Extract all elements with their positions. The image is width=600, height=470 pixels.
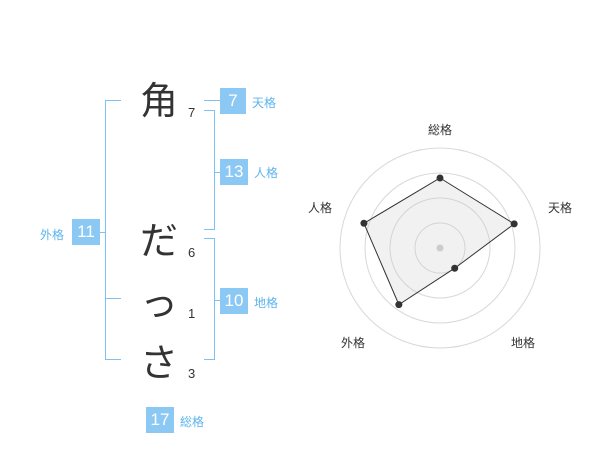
gaikaku-badge: 11 xyxy=(72,219,100,245)
tenkaku-label: 天格 xyxy=(252,96,277,110)
stroke-count-3: 1 xyxy=(188,306,196,321)
jinkaku-label: 人格 xyxy=(254,166,279,180)
gaikaku-bracket-top xyxy=(105,100,121,101)
radar-center-dot xyxy=(436,244,444,252)
jinkaku-bracket-vertical xyxy=(214,110,215,230)
radar-point-3 xyxy=(451,264,459,272)
radar-axis-label-jinkaku: 人格 xyxy=(308,201,333,215)
jinkaku-bracket-top xyxy=(204,110,215,111)
chikaku-badge: 10 xyxy=(220,288,248,314)
jinkaku-badge: 13 xyxy=(220,159,248,185)
name-char-3: っ xyxy=(139,281,178,325)
jinkaku-connector xyxy=(214,172,220,173)
radar-chart xyxy=(339,147,541,349)
gaikaku-connector xyxy=(100,232,106,233)
stroke-count-1: 7 xyxy=(188,105,196,120)
tenkaku-badge: 7 xyxy=(220,88,246,114)
chikaku-bracket-top xyxy=(204,238,215,239)
name-char-4: さ xyxy=(139,341,178,385)
soukaku-badge: 17 xyxy=(146,407,174,433)
stroke-count-4: 3 xyxy=(188,366,196,381)
name-char-1: 角 xyxy=(139,79,178,123)
chikaku-bracket-vertical xyxy=(214,238,215,360)
radar-point-4 xyxy=(395,301,403,309)
gaikaku-label: 外格 xyxy=(40,228,65,242)
radar-series-polygon xyxy=(363,177,516,306)
soukaku-label: 総格 xyxy=(180,415,205,429)
radar-axis-label-tenkaku: 天格 xyxy=(548,201,573,215)
radar-axis-label-soukaku: 総格 xyxy=(428,123,453,137)
gaikaku-bracket-bottom xyxy=(105,359,121,360)
tenkaku-connector xyxy=(204,100,220,101)
gaikaku-bracket-middle xyxy=(105,298,121,299)
gaikaku-bracket-vertical xyxy=(105,100,106,360)
chikaku-label: 地格 xyxy=(254,296,279,310)
radar-point-2 xyxy=(510,220,518,228)
radar-axis-label-gaikaku: 外格 xyxy=(341,336,366,350)
chikaku-connector xyxy=(214,300,220,301)
name-char-2: だ xyxy=(139,219,178,263)
radar-axis-label-chikaku: 地格 xyxy=(511,336,536,350)
radar-point-5 xyxy=(360,219,368,227)
chikaku-bracket-bottom xyxy=(204,359,215,360)
stroke-count-2: 6 xyxy=(188,245,196,260)
jinkaku-bracket-bottom xyxy=(204,229,215,230)
radar-point-1 xyxy=(436,174,444,182)
